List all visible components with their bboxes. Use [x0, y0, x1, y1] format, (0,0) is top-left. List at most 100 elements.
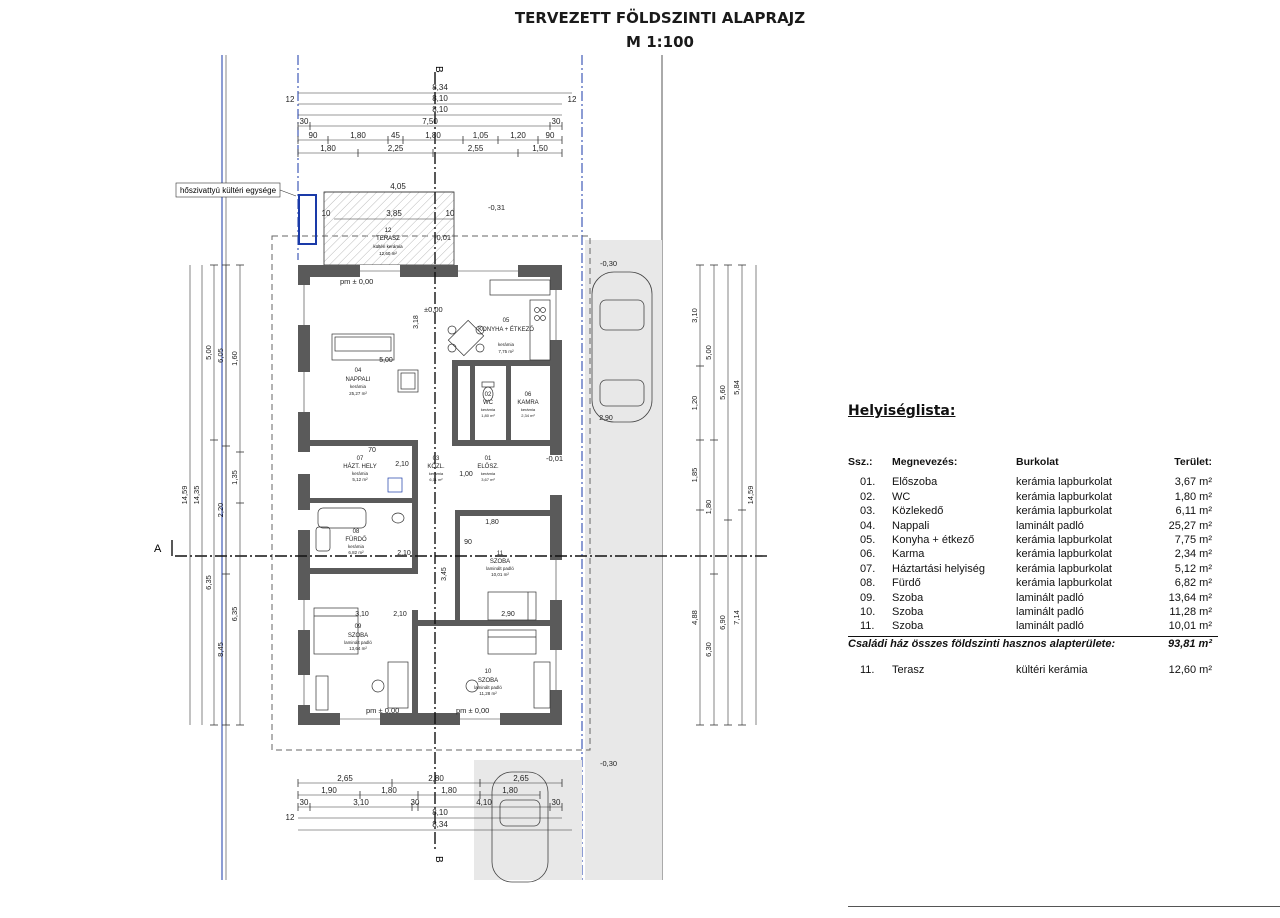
- schedule-cell-num: 04.: [860, 519, 876, 532]
- dimension-text: 6,05: [216, 348, 225, 363]
- schedule-cell-name: WC: [892, 490, 911, 503]
- room-09-area: 13,64 m²: [349, 646, 367, 651]
- schedule-cell-name: Szoba: [892, 605, 924, 618]
- schedule-cell-name: Szoba: [892, 620, 924, 633]
- heat-pump-outdoor-unit: [298, 194, 317, 245]
- room-03-name: KÖZL.: [427, 463, 445, 470]
- room-01-name: ELŐSZ.: [477, 463, 499, 470]
- room-04-area: 25,27 m²: [349, 391, 367, 396]
- room-04-name: NAPPALI: [346, 377, 371, 383]
- section-b-top: B: [433, 66, 444, 73]
- room-03-num: 03: [433, 456, 440, 462]
- schedule-row-terrace: 11. Terasz kültéri kerámia 12,60 m²: [848, 663, 1218, 677]
- dimension-text: 4,88: [690, 610, 699, 625]
- room-09-finish: laminált padló: [344, 640, 372, 645]
- schedule-cell-area: 6,11 m²: [1175, 505, 1212, 518]
- room-07-finish: kerámia: [352, 471, 369, 476]
- room-11-num: 11: [497, 551, 504, 557]
- schedule-cell-name: Nappali: [892, 519, 930, 532]
- room-10-area: 11,28 m²: [479, 691, 497, 696]
- schedule-cell-area: 3,67 m²: [1174, 476, 1212, 489]
- room-10-name: SZOBA: [478, 678, 498, 684]
- dimension-text: 8,45: [216, 642, 225, 657]
- schedule-cell-area: 5,12 m²: [1174, 562, 1212, 575]
- room-09-num: 09: [355, 624, 362, 630]
- dimension-text: 1,80: [350, 131, 366, 140]
- armchair-icon: [397, 369, 419, 393]
- dimension-text: 2,10: [393, 611, 407, 618]
- washing-machine-icon: [387, 477, 403, 493]
- dimension-text: 7,50: [422, 117, 438, 126]
- dimension-text: 1,80: [704, 500, 713, 515]
- dimension-text: 1,20: [690, 396, 699, 411]
- outdoor-unit-label: hőszivattyú kültéri egysége: [180, 186, 277, 195]
- schedule-cell-num: 09.: [860, 591, 876, 604]
- bottom-level: -0,30: [600, 759, 617, 768]
- dimension-text: 3,10: [690, 308, 699, 323]
- sofa-icon: [331, 333, 395, 361]
- room-07-num: 07: [357, 456, 364, 462]
- room-08-finish: kerámia: [348, 544, 365, 549]
- terrace-num: 12: [385, 228, 392, 234]
- dimension-text: 2,65: [337, 774, 353, 783]
- dimension-text: 8,10: [432, 94, 448, 103]
- dimension-text: 45: [391, 131, 400, 140]
- dimension-text: 3,85: [386, 209, 402, 218]
- dimension-text: 6,35: [230, 607, 239, 622]
- room-05-area: 7,75 m²: [498, 349, 514, 354]
- bottom-rule: [848, 906, 1280, 907]
- terrace-finish: kültéri kerámia: [1016, 664, 1088, 677]
- dimension-text: 5,00: [379, 357, 393, 364]
- dimension-text: 8,34: [432, 83, 448, 92]
- schedule-cell-area: 2,34 m²: [1174, 548, 1212, 561]
- dimension-text: 4,05: [390, 182, 406, 191]
- floor-plan: hőszivattyú kültéri egysége 12 TERASZ kü…: [154, 55, 768, 883]
- section-lines: [175, 72, 768, 850]
- dimension-text: 2,55: [468, 144, 484, 153]
- site-outline: [271, 235, 591, 751]
- dimension-text: 8,10: [432, 808, 448, 817]
- title-line-2: M 1:100: [626, 33, 694, 51]
- dimension-text: 3,10: [353, 798, 369, 807]
- dimension-text: 5,00: [704, 345, 713, 360]
- dimension-text: 14,59: [746, 486, 755, 505]
- paved-area-right: [585, 240, 662, 880]
- schedule-cell-name: Fürdő: [892, 577, 921, 590]
- schedule-title: Helyiséglista:: [848, 403, 956, 419]
- dimension-text: 30: [552, 798, 561, 807]
- room-10-num: 10: [485, 669, 492, 675]
- schedule-cell-num: 01.: [860, 476, 876, 489]
- header-num: Ssz.:: [848, 456, 873, 468]
- title-line-1: TERVEZETT FÖLDSZINTI ALAPRAJZ: [514, 9, 806, 27]
- dimension-text: 14,59: [180, 486, 189, 505]
- dimension-text: 30: [411, 798, 420, 807]
- schedule-cell-finish: laminált padló: [1016, 519, 1084, 532]
- schedule-cell-area: 1,80 m²: [1174, 490, 1212, 503]
- schedule-cell-finish: laminált padló: [1016, 605, 1084, 618]
- schedule-cell-finish: kerámia lapburkolat: [1016, 577, 1112, 590]
- room-01-finish: kerámia: [481, 471, 496, 476]
- carport-level: -0,30: [600, 259, 617, 268]
- toilet-icon: [391, 381, 495, 524]
- dimension-text: 70: [368, 447, 376, 454]
- dimension-text: 5,60: [718, 385, 727, 400]
- room-08-name: FÜRDŐ: [345, 536, 367, 543]
- dimension-text: 5,84: [732, 380, 741, 395]
- schedule-cell-name: Szoba: [892, 591, 924, 604]
- dimension-text: 2,25: [388, 144, 404, 153]
- room-06-finish: kerámia: [521, 407, 536, 412]
- total-value: 93,81 m²: [1167, 637, 1212, 650]
- schedule-cell-num: 10.: [860, 605, 876, 618]
- schedule-cell-area: 13,64 m²: [1168, 591, 1212, 604]
- total-label: Családi ház összes földszinti hasznos al…: [848, 637, 1116, 650]
- schedule-cell-num: 11.: [860, 620, 875, 633]
- room-01-num: 01: [485, 456, 492, 462]
- terrace-name: TERASZ: [376, 236, 400, 242]
- room-11-name: SZOBA: [490, 559, 510, 565]
- dimension-text: 1,50: [532, 144, 548, 153]
